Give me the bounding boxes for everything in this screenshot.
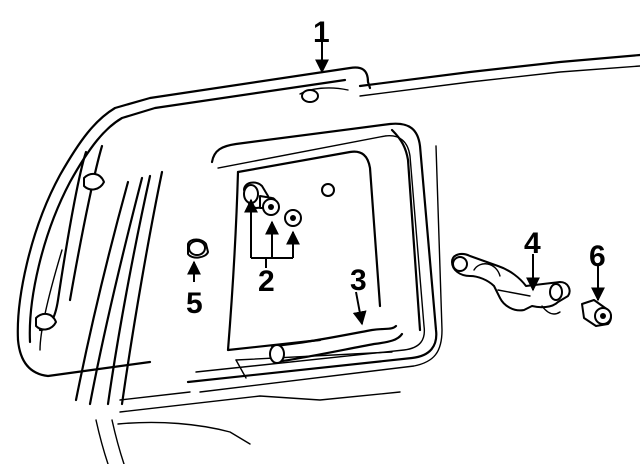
callout-6: 6	[589, 240, 606, 273]
callout-1: 1	[313, 16, 330, 49]
callout-5: 5	[186, 287, 203, 320]
panel-hole	[321, 183, 335, 197]
weatherstrip	[269, 291, 404, 364]
frame-clip-upper	[83, 172, 105, 191]
nut	[187, 238, 209, 282]
callout-3: 3	[350, 264, 367, 297]
frame-clip-top	[301, 89, 319, 103]
callout-4: 4	[524, 227, 541, 260]
pivot-hardware-set	[243, 181, 302, 268]
frame-clip-lower	[35, 312, 57, 331]
hinge-bracket	[451, 253, 571, 315]
bolt	[581, 266, 612, 327]
quarter-window-frame	[16, 53, 640, 464]
callout-2: 2	[258, 265, 275, 298]
